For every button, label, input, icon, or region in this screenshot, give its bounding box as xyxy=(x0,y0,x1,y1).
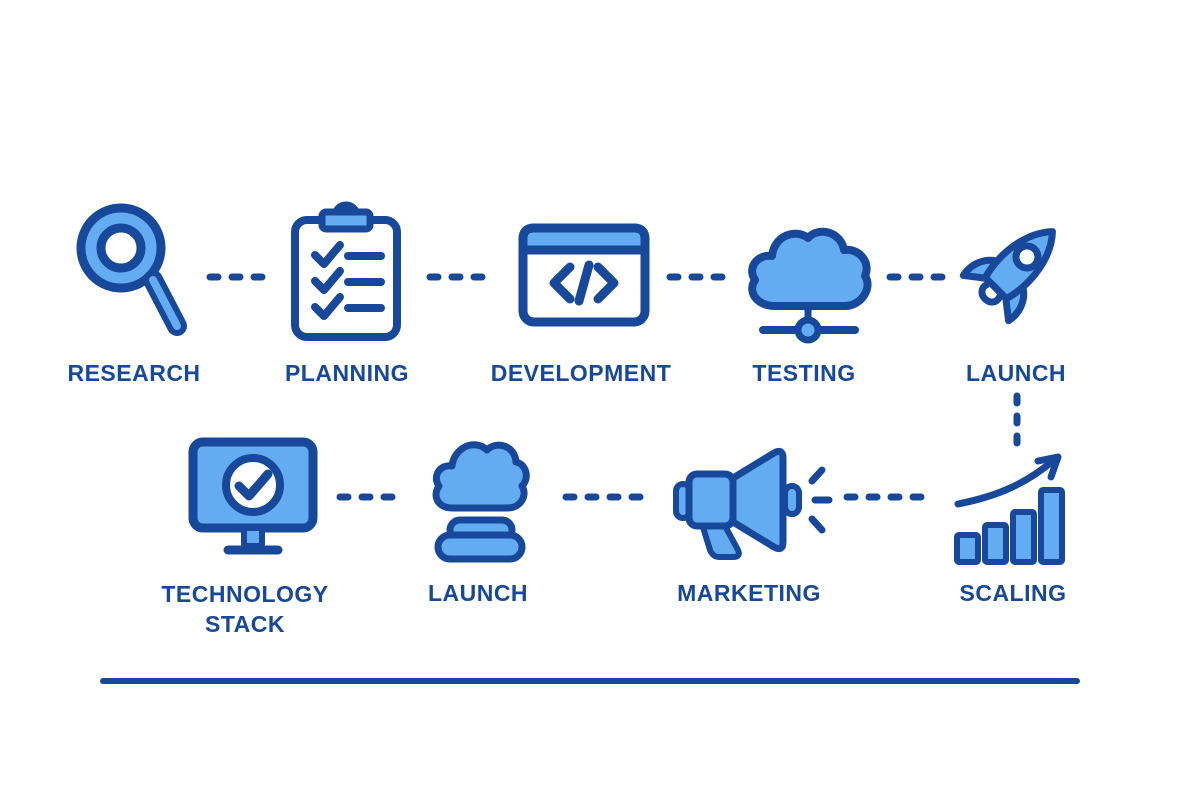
clipboard-checklist-icon xyxy=(288,201,404,344)
step-label-launch: LAUNCH xyxy=(965,360,1067,386)
bar-chart-growth-icon xyxy=(954,450,1068,565)
step-label-planning: PLANNING xyxy=(284,360,410,386)
rocket-icon xyxy=(953,212,1067,350)
step-label-technology-stack: TECHNOLOGY STACK xyxy=(161,581,329,637)
step-label-development: DEVELOPMENT xyxy=(490,360,672,386)
step-label-scaling: SCALING xyxy=(959,580,1067,606)
code-window-icon xyxy=(518,223,650,327)
step-label-testing: TESTING xyxy=(752,360,856,386)
magnifier-icon xyxy=(73,200,191,340)
megaphone-icon xyxy=(672,444,833,560)
step-label-launch-2: LAUNCH xyxy=(427,580,529,606)
cloud-stack-icon xyxy=(430,436,530,566)
step-label-research: RESEARCH xyxy=(67,360,201,386)
monitor-check-icon xyxy=(188,437,318,561)
step-label-marketing: MARKETING xyxy=(677,580,821,606)
cloud-network-icon xyxy=(745,222,873,344)
